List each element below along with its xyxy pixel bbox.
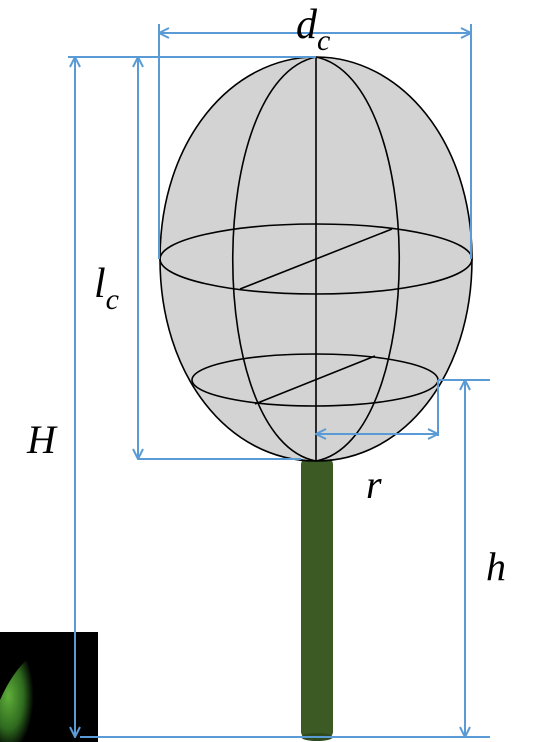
crown xyxy=(159,56,473,462)
crown-base-diameter xyxy=(254,355,376,405)
r-label: r xyxy=(366,462,382,507)
corner-photo xyxy=(0,632,98,742)
corner-photo-leaf xyxy=(0,650,42,742)
H-label: H xyxy=(26,417,58,462)
h-label: h xyxy=(486,544,506,589)
crown-equator-diameter xyxy=(239,228,393,290)
dimension-arrows xyxy=(75,33,471,737)
trunk xyxy=(301,459,333,741)
dimension-labels: dc lc H h r xyxy=(26,2,506,589)
dc-label: dc xyxy=(296,2,330,57)
trunk-body xyxy=(301,459,333,737)
dimension-guides xyxy=(68,24,490,738)
crown-meridian-left xyxy=(232,56,317,462)
lc-label: lc xyxy=(94,261,119,316)
